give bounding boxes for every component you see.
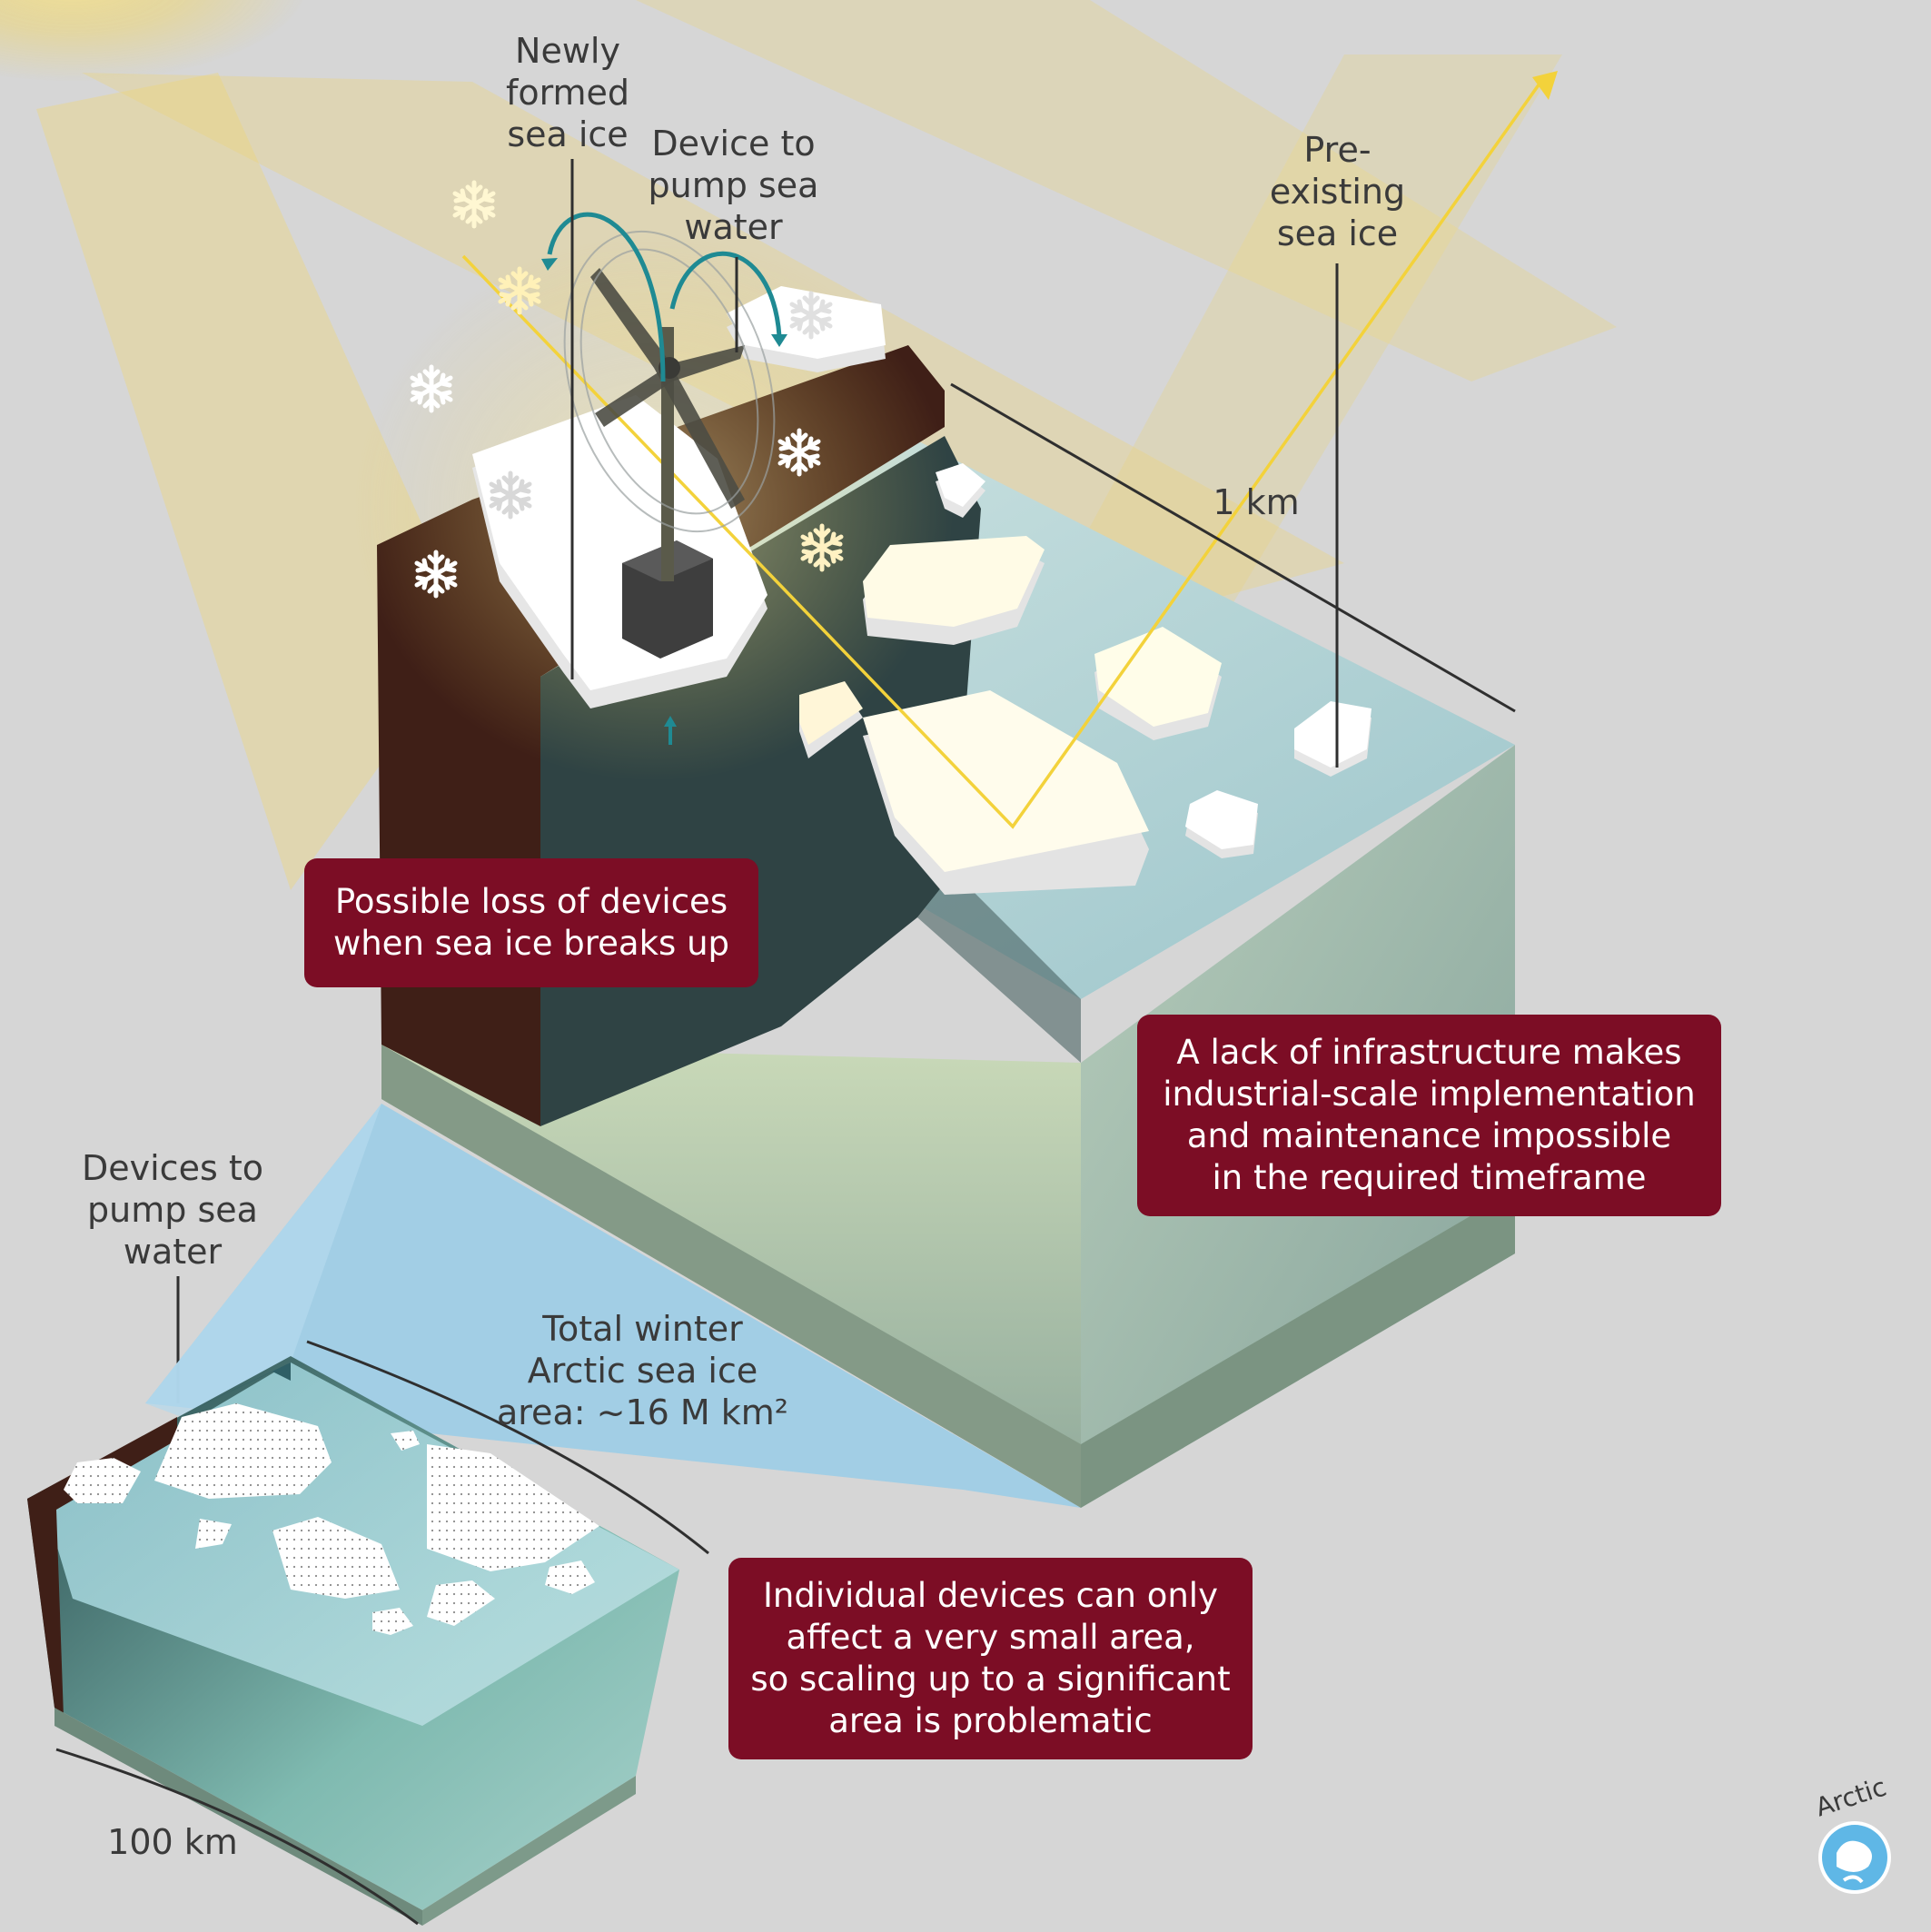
label-newly-formed-ice: Newly formed sea ice	[505, 31, 630, 154]
scale-lines	[55, 1340, 709, 1926]
callout-small-area: Individual devices can only affect a ver…	[728, 1558, 1253, 1759]
arctic-globe-icon	[1818, 1821, 1891, 1894]
pump-device-icon	[563, 230, 776, 659]
label-scale-100km: 100 km	[107, 1822, 238, 1862]
leader-lines	[176, 159, 1516, 1403]
small-ocean-block	[27, 1356, 679, 1926]
callout-infrastructure: A lack of infrastructure makes industria…	[1137, 1015, 1721, 1216]
label-pre-existing-ice: Pre- existing sea ice	[1269, 130, 1406, 253]
water-arrow-icon	[541, 212, 787, 745]
label-total-area: Total winter Arctic sea ice area: ~16 M …	[496, 1309, 788, 1432]
label-scale-1km: 1 km	[1213, 482, 1300, 522]
callout-loss-devices: Possible loss of devices when sea ice br…	[304, 858, 758, 987]
label-device-pump-top: Device to pump sea water	[648, 124, 819, 247]
label-devices-pump-bottom: Devices to pump sea water	[82, 1148, 263, 1272]
reflected-ray	[461, 71, 1558, 829]
